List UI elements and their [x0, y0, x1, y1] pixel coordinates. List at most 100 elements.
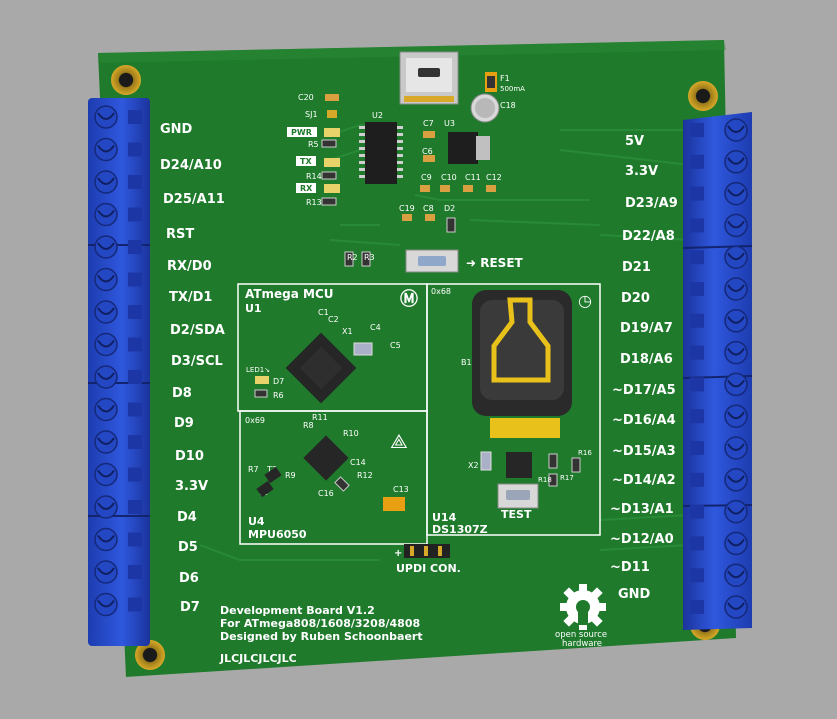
terminal-screw-icon[interactable]: [94, 170, 142, 194]
terminal-screw-icon[interactable]: [94, 235, 142, 259]
ref-c5: C5: [390, 341, 401, 350]
terminal-screw-icon[interactable]: [94, 527, 142, 552]
right-pin-label: D22/A8: [622, 229, 675, 244]
terminal-screw-icon[interactable]: [94, 202, 142, 227]
terminal-screw-icon[interactable]: [94, 397, 142, 422]
terminal-screw-icon[interactable]: [690, 595, 748, 619]
left-pin-label: 3.3V: [175, 479, 208, 494]
terminal-screw-icon[interactable]: [690, 499, 748, 524]
rtc-addr: 0x68: [431, 287, 451, 296]
ref-c7: C7: [423, 119, 434, 128]
fuse-value: 500mA: [500, 85, 525, 93]
terminal-screw-icon[interactable]: [690, 531, 748, 556]
reset-label: ➜ RESET: [466, 256, 524, 270]
left-pin-label: D9: [174, 416, 194, 431]
terminal-screw-icon[interactable]: [690, 181, 748, 206]
updi-header[interactable]: + UPDI CON.: [394, 544, 461, 575]
info-line-2: For ATmega808/1608/3208/4808: [220, 617, 420, 630]
terminal-screw-icon[interactable]: [690, 468, 748, 492]
terminal-screw-icon[interactable]: [94, 462, 142, 487]
terminal-screw-icon[interactable]: [94, 300, 142, 324]
terminal-screw-icon[interactable]: [690, 118, 748, 142]
capacitor-c18: C18: [470, 93, 516, 123]
terminal-screw-icon[interactable]: [690, 563, 748, 587]
ref-r7: R7: [248, 465, 259, 474]
right-pin-label: 5V: [625, 134, 644, 149]
terminal-screw-icon[interactable]: [94, 560, 142, 584]
fuse-ref: F1: [500, 74, 510, 83]
terminal-screw-icon[interactable]: [690, 372, 748, 397]
terminal-screw-icon[interactable]: [690, 309, 748, 333]
usb-connector[interactable]: [399, 51, 459, 105]
fuse-f1: F1 500mA: [485, 72, 525, 93]
oshw-line-1: open source: [555, 630, 607, 640]
right-terminal-screws: [690, 118, 748, 619]
ref-u2: U2: [372, 111, 383, 120]
ref-c12: C12: [486, 173, 502, 182]
terminal-screw-icon[interactable]: [94, 267, 142, 292]
updi-plus: +: [394, 548, 402, 559]
info-line-4: JLCJLCJLCJLC: [219, 652, 297, 665]
mcu-section: ATmega MCU U1 Ⓜ X1 C4 C1 C2 C5 LED1↘ D7 …: [237, 283, 428, 412]
ref-c16: R12: [357, 471, 373, 480]
ref-r12: C14: [350, 458, 366, 467]
chip-u2: U2: [359, 111, 403, 184]
terminal-screw-icon[interactable]: [94, 430, 142, 454]
left-pin-label: D8: [172, 386, 192, 401]
right-pin-label: ~D15/A3: [612, 444, 676, 459]
left-pin-labels: GNDD24/A10D25/A11RSTRX/D0TX/D1D2/SDAD3/S…: [160, 122, 225, 615]
label-rx: RX: [300, 184, 313, 193]
info-line-3: Designed by Ruben Schoonbaert: [220, 630, 423, 643]
right-pin-label: GND: [618, 587, 651, 602]
left-pin-label: GND: [160, 122, 193, 137]
updi-label: UPDI CON.: [396, 562, 461, 575]
ref-sj1: SJ1: [305, 110, 318, 119]
terminal-screw-icon[interactable]: [94, 137, 142, 162]
reset-button[interactable]: [405, 249, 459, 273]
terminal-screw-icon[interactable]: [94, 105, 142, 129]
terminal-screw-icon[interactable]: [690, 245, 748, 269]
ref-r14: R14: [306, 172, 322, 181]
left-terminal-screws: [94, 105, 142, 617]
right-pin-labels: 5V3.3VD23/A9D22/A8D21D20D19/A7D18/A6~D17…: [610, 134, 678, 602]
top-passives: C20 SJ1 R5 R14 R13 C7 C6 C9 C10 C11 C12 …: [298, 93, 502, 233]
open-source-hardware-logo-icon: [560, 584, 606, 630]
left-pin-label: D6: [179, 571, 199, 586]
ref-b1: B1: [461, 358, 472, 367]
left-pin-label: D3/SCL: [171, 354, 223, 369]
right-pin-label: ~D17/A5: [612, 383, 676, 398]
ref-c10: C10: [441, 173, 457, 182]
terminal-screw-icon[interactable]: [690, 277, 748, 301]
ref-c18: C18: [500, 101, 516, 110]
left-pin-label: D7: [180, 600, 200, 615]
ref-c11: C11: [465, 173, 481, 182]
terminal-screw-icon[interactable]: [690, 404, 748, 428]
terminal-screw-icon[interactable]: [690, 436, 748, 460]
ref-x2: X2: [468, 461, 479, 470]
terminal-screw-icon[interactable]: [94, 495, 142, 519]
terminal-screw-icon[interactable]: [690, 340, 748, 365]
imu-addr: 0x69: [245, 416, 265, 425]
right-pin-label: ~D11: [610, 560, 650, 575]
ref-c20: C20: [298, 93, 314, 102]
oshw-line-2: hardware: [562, 639, 602, 649]
clock-logo-icon: ◷: [578, 291, 592, 310]
ref-r17: R17: [560, 474, 574, 482]
mcu-title: ATmega MCU: [245, 287, 334, 301]
terminal-screw-icon[interactable]: [690, 150, 748, 174]
ref-c6: C6: [422, 147, 433, 156]
ref-r3: R3: [364, 253, 375, 262]
imu-name: MPU6050: [248, 528, 307, 541]
ref-r2: R2: [347, 253, 358, 262]
microchip-logo-icon: Ⓜ: [400, 288, 418, 310]
terminal-screw-icon[interactable]: [94, 365, 142, 389]
mcu-ref: U1: [245, 302, 262, 315]
terminal-screw-icon[interactable]: [94, 332, 142, 357]
terminal-screw-icon[interactable]: [690, 213, 748, 238]
left-pin-label: D2/SDA: [170, 323, 225, 338]
terminal-screw-icon[interactable]: [94, 592, 142, 617]
test-button-label: TEST: [501, 508, 532, 521]
right-pin-label: ~D12/A0: [610, 532, 674, 547]
imu-ref: U4: [248, 515, 265, 528]
